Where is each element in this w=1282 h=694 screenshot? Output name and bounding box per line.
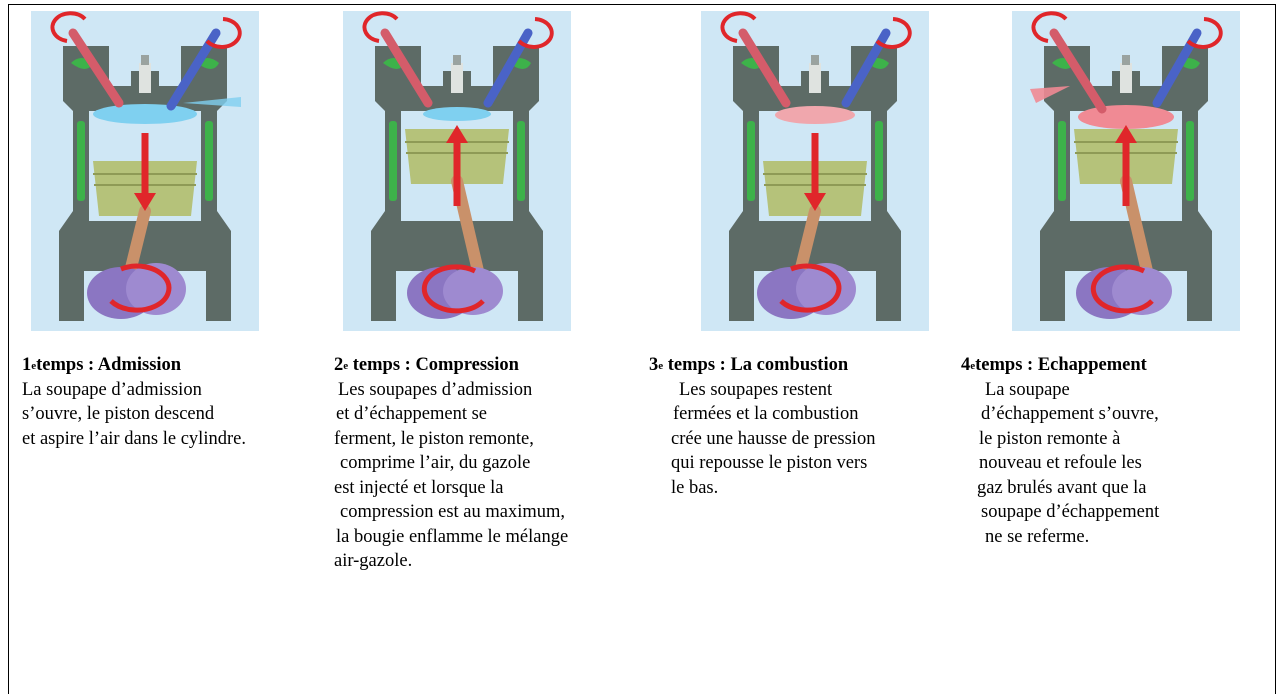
stage-2-line: Les soupapes d’admission (334, 378, 568, 403)
stage-3-title: 3e temps : La combustion (649, 353, 875, 378)
stage-1-title: 1etemps : Admission (22, 353, 246, 378)
stage-2-line: comprime l’air, du gazole (334, 451, 568, 476)
stage-2-title: 2e temps : Compression (334, 353, 568, 378)
stage-1-line: s’ouvre, le piston descend (22, 402, 246, 427)
stage-4-line: La soupape (961, 378, 1159, 403)
stage-3-line: crée une hausse de pression (649, 427, 875, 452)
engine-svg-3 (701, 11, 929, 331)
stage-4-title: 4etemps : Echappement (961, 353, 1159, 378)
stage-2-line: la bougie enflamme le mélange (334, 525, 568, 550)
stage-2-line: air-gazole. (334, 549, 568, 574)
engine-illustration-2 (343, 11, 571, 331)
stage-4-line: gaz brulés avant que la (961, 476, 1159, 501)
stage-4-line: nouveau et refoule les (961, 451, 1159, 476)
stage-2-line: est injecté et lorsque la (334, 476, 568, 501)
stage-4: 4etemps : Echappement La soupape d’échap… (961, 353, 1159, 549)
stage-1: 1etemps : Admission La soupape d’admissi… (22, 353, 246, 451)
engine-svg-2 (343, 11, 571, 331)
stage-3-line: fermées et la combustion (649, 402, 875, 427)
stage-3-line: le bas. (649, 476, 875, 501)
stage-3-line: qui repousse le piston vers (649, 451, 875, 476)
stage-4-line: ne se referme. (961, 525, 1159, 550)
stage-2-line: ferment, le piston remonte, (334, 427, 568, 452)
stage-2: 2e temps : Compression Les soupapes d’ad… (334, 353, 568, 574)
engine-illustration-3 (701, 11, 929, 331)
stage-1-line: et aspire l’air dans le cylindre. (22, 427, 246, 452)
stage-1-line: La soupape d’admission (22, 378, 246, 403)
stage-3: 3e temps : La combustion Les soupapes re… (649, 353, 875, 500)
stage-2-line: et d’échappement se (334, 402, 568, 427)
stage-4-line: le piston remonte à (961, 427, 1159, 452)
engine-illustration-1 (31, 11, 259, 331)
stage-4-line: soupape d’échappement (961, 500, 1159, 525)
engine-svg-4 (1012, 11, 1240, 331)
stage-3-line: Les soupapes restent (649, 378, 875, 403)
engine-illustration-4 (1012, 11, 1240, 331)
stage-2-line: compression est au maximum, (334, 500, 568, 525)
engine-svg-1 (31, 11, 259, 331)
stage-4-line: d’échappement s’ouvre, (961, 402, 1159, 427)
